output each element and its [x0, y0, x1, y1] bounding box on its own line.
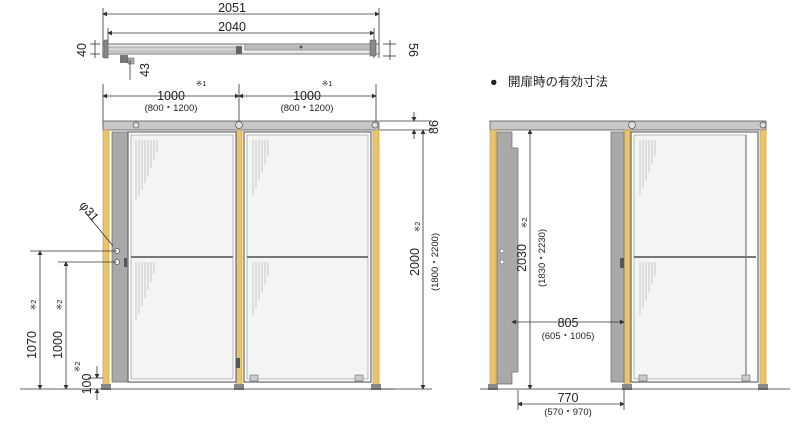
handle-diameter: φ31: [77, 198, 102, 224]
bottom-width-range: (570・970): [544, 407, 592, 418]
open-post-right: [759, 129, 767, 389]
top-inner-width: 2040: [218, 20, 246, 34]
front-view: ※1 1000 (800・1200) ※1 1000 (800・1200): [20, 79, 441, 400]
dim-1070: 1070: [25, 331, 39, 359]
front-post-right: [372, 129, 380, 389]
bottom-width: 770: [558, 391, 579, 405]
front-post-mid: [235, 129, 243, 389]
top-left-height: 40: [75, 43, 89, 57]
open-height-note: ※2: [520, 218, 529, 228]
open-view: ● 開扉時の有効寸法: [480, 74, 790, 418]
note2-a: ※2: [29, 300, 38, 310]
panel-width-right: 1000: [293, 89, 321, 103]
panel-width-left-range: (800・1200): [145, 103, 198, 114]
open-view-title: 開扉時の有効寸法: [508, 74, 608, 89]
note2-b: ※2: [55, 300, 64, 310]
top-view: 2051 2040 40 43 56: [75, 1, 420, 80]
note-mark-left: ※1: [196, 79, 206, 88]
top-right-height: 56: [406, 43, 420, 57]
panel-width-left: 1000: [157, 89, 185, 103]
open-post-mid: [623, 129, 631, 389]
front-height: 2000: [408, 248, 422, 276]
open-height: 2030: [515, 244, 529, 272]
top-left-small: 43: [138, 63, 152, 77]
note2-c: ※2: [73, 362, 82, 372]
dim-100: 100: [80, 374, 94, 395]
top-overall-width: 2051: [218, 1, 246, 15]
opening-width-range: (605・1005): [542, 331, 595, 342]
dim-1000: 1000: [51, 331, 65, 359]
open-post-left: [489, 129, 497, 389]
panel-width-right-range: (800・1200): [281, 103, 334, 114]
opening-width: 805: [558, 316, 579, 330]
front-post-left: [102, 129, 110, 389]
top-rail-dim: 86: [427, 120, 441, 134]
open-height-range: (1830・2230): [537, 229, 548, 287]
note-mark-right: ※1: [322, 79, 332, 88]
open-view-bullet: ●: [490, 75, 498, 89]
front-height-range: (1800・2200): [430, 233, 441, 291]
height-note: ※2: [413, 222, 422, 232]
